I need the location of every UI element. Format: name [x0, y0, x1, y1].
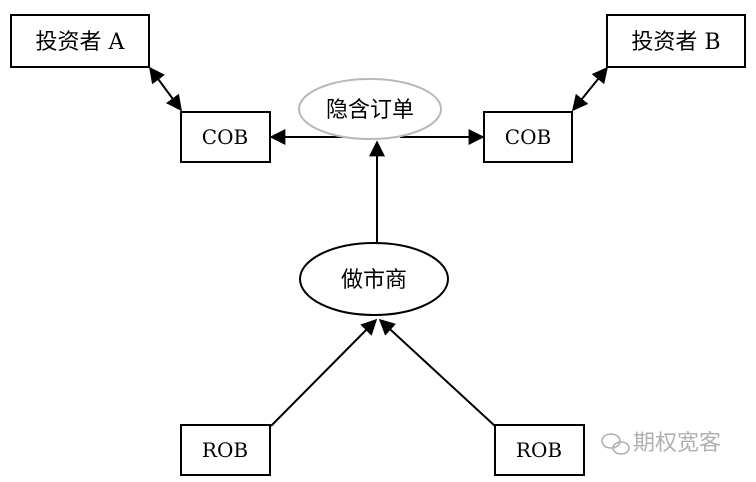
watermark-text: 期权宽客: [633, 431, 721, 456]
market-maker-label: 做市商: [341, 268, 407, 293]
investor-b-box: 投资者 B: [606, 14, 746, 68]
rob-right-box: ROB: [494, 424, 585, 476]
rob-left-box: ROB: [180, 424, 271, 476]
investor-b-label: 投资者 B: [631, 30, 720, 55]
cob-right-label: COB: [505, 125, 551, 149]
connector-rob-right-market-maker: [378, 318, 496, 427]
rob-right-label: ROB: [516, 438, 562, 462]
investor-a-label: 投资者 A: [36, 30, 126, 55]
cob-right-box: COB: [483, 111, 573, 163]
wechat-icon: [601, 433, 630, 455]
market-maker-node: 做市商: [299, 242, 449, 316]
connector-rob-left-market-maker: [270, 318, 378, 427]
hidden-order-label: 隐含订单: [326, 98, 414, 123]
hidden-order-node: 隐含订单: [298, 78, 442, 140]
cob-left-box: COB: [180, 111, 271, 163]
watermark: 期权宽客: [601, 431, 721, 456]
investor-a-box: 投资者 A: [10, 14, 150, 68]
connector-investor-a-cob-left: [149, 66, 182, 112]
rob-left-label: ROB: [202, 438, 248, 462]
cob-left-label: COB: [202, 125, 248, 149]
connector-investor-b-cob-right: [571, 66, 609, 112]
